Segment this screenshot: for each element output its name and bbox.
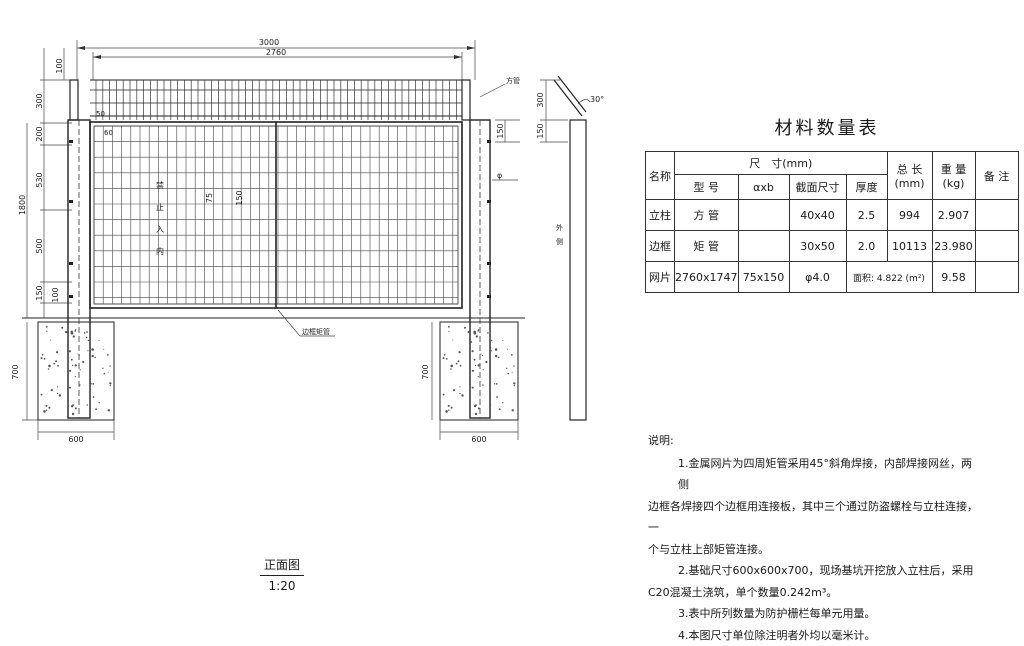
dim-side-300: 300 — [536, 92, 545, 107]
header-weight: 重 量(kg) — [932, 152, 975, 200]
subheader-thickness: 厚度 — [846, 175, 887, 200]
caption-scale: 1:20 — [252, 576, 312, 596]
label-square-tube: 方管 — [506, 76, 520, 85]
table-row: 边框 矩 管 30x50 2.0 10113 23.980 — [646, 231, 1019, 262]
note-4: 4.本图尺寸单位除注明者外均以毫米计。 — [648, 625, 978, 646]
mesh-panel — [90, 122, 462, 308]
dim-700-right: 700 — [421, 364, 430, 379]
cell-thickness: 2.0 — [846, 231, 887, 262]
dim-mesh-50: 50 — [96, 110, 105, 118]
cell-axb: 75x150 — [738, 262, 789, 293]
cell-weight: 9.58 — [932, 262, 975, 293]
dim-150-left: 150 — [35, 285, 44, 300]
header-length-label: 总 长 — [897, 163, 923, 176]
label-frame-tube: 边框矩管 — [302, 327, 330, 336]
dim-side-angle: 30° — [590, 95, 604, 104]
note-1-line-3: 个与立柱上部矩管连接。 — [648, 539, 978, 561]
left-post — [68, 80, 90, 418]
dim-100-bottom: 100 — [51, 287, 60, 302]
notes-title: 说明: — [648, 430, 978, 452]
cell-name: 立柱 — [646, 200, 675, 231]
note-2-line-1: 2.基础尺寸600x600x700，现场基坑开挖放入立柱后，采用 — [648, 560, 978, 582]
cell-note — [975, 200, 1018, 231]
cell-weight: 23.980 — [932, 231, 975, 262]
drawing-caption: 正面图 1:20 — [252, 555, 312, 596]
cell-weight: 2.907 — [932, 200, 975, 231]
cell-section: 40x40 — [789, 200, 846, 231]
header-weight-label: 重 量 — [941, 163, 967, 176]
foundation-left — [38, 322, 114, 440]
header-note: 备 注 — [975, 152, 1018, 200]
dim-mesh-150: 150 — [235, 190, 244, 205]
dim-mesh-60: 60 — [104, 129, 113, 137]
cell-section: 30x50 — [789, 231, 846, 262]
table-row: 网片 2760x1747 75x150 φ4.0 面积: 4.822 (m²) … — [646, 262, 1019, 293]
header-weight-unit: (kg) — [943, 177, 965, 190]
cell-axb — [738, 200, 789, 231]
right-post — [462, 80, 520, 418]
dim-530: 530 — [35, 172, 44, 187]
left-dimension-chain — [22, 48, 72, 420]
cell-area: 面积: 4.822 (m²) — [846, 262, 932, 293]
cell-axb — [738, 231, 789, 262]
table-row: 立柱 方 管 40x40 2.5 994 2.907 — [646, 200, 1019, 231]
material-table-title: 材料数量表 — [752, 114, 902, 140]
subheader-section: 截面尺寸 — [789, 175, 846, 200]
dim-600-left: 600 — [68, 435, 83, 444]
dim-1800: 1800 — [18, 195, 27, 215]
cell-note — [975, 262, 1018, 293]
cell-name: 边框 — [646, 231, 675, 262]
dim-2760: 2760 — [266, 48, 286, 57]
dim-side-150: 150 — [536, 123, 545, 138]
dim-100-top: 100 — [55, 58, 64, 73]
cell-type: 方 管 — [675, 200, 739, 231]
header-length: 总 长(mm) — [887, 152, 932, 200]
side-view — [540, 76, 590, 420]
cell-type: 2760x1747 — [675, 262, 739, 293]
material-quantity-table: 名称 尺 寸(mm) 总 长(mm) 重 量(kg) 备 注 型 号 αxb 截… — [645, 151, 1019, 293]
note-3: 3.表中所列数量为防护栅栏每单元用量。 — [648, 603, 978, 625]
dim-3000: 3000 — [259, 38, 279, 47]
post-text: 禁止入内 — [156, 181, 164, 256]
header-name: 名称 — [646, 152, 675, 200]
cell-section: φ4.0 — [789, 262, 846, 293]
cell-type: 矩 管 — [675, 231, 739, 262]
dim-300: 300 — [35, 93, 44, 108]
cell-length: 994 — [887, 200, 932, 231]
table-header-row: 名称 尺 寸(mm) 总 长(mm) 重 量(kg) 备 注 — [646, 152, 1019, 175]
notes-section: 说明: 1.金属网片为四周矩管采用45°斜角焊接，内部焊接网丝，两侧 边框各焊接… — [648, 430, 978, 646]
subheader-type: 型 号 — [675, 175, 739, 200]
dim-mesh-75: 75 — [205, 193, 214, 203]
subheader-axb: αxb — [738, 175, 789, 200]
label-outside: 外侧 — [556, 223, 563, 246]
cell-thickness: 2.5 — [846, 200, 887, 231]
dim-200: 200 — [35, 126, 44, 141]
dim-600-right: 600 — [471, 435, 486, 444]
header-size: 尺 寸(mm) — [675, 152, 888, 175]
dim-700-left: 700 — [11, 364, 20, 379]
dim-150-right: 150 — [496, 123, 505, 138]
note-1-line-1: 1.金属网片为四周矩管采用45°斜角焊接，内部焊接网丝，两侧 — [648, 453, 978, 496]
note-1-line-2: 边框各焊接四个边框用连接板，其中三个通过防盗螺栓与立柱连接，一 — [648, 496, 978, 539]
caption-name: 正面图 — [260, 555, 304, 576]
foundation-right — [432, 322, 518, 440]
label-phi: φ — [497, 171, 502, 180]
cell-length: 10113 — [887, 231, 932, 262]
note-2-line-2: C20混凝土浇筑，单个数量0.242m³。 — [648, 582, 978, 604]
top-spike-bars — [96, 80, 456, 120]
header-length-unit: (mm) — [894, 177, 924, 190]
dim-500: 500 — [35, 238, 44, 253]
cell-note — [975, 231, 1018, 262]
cell-name: 网片 — [646, 262, 675, 293]
